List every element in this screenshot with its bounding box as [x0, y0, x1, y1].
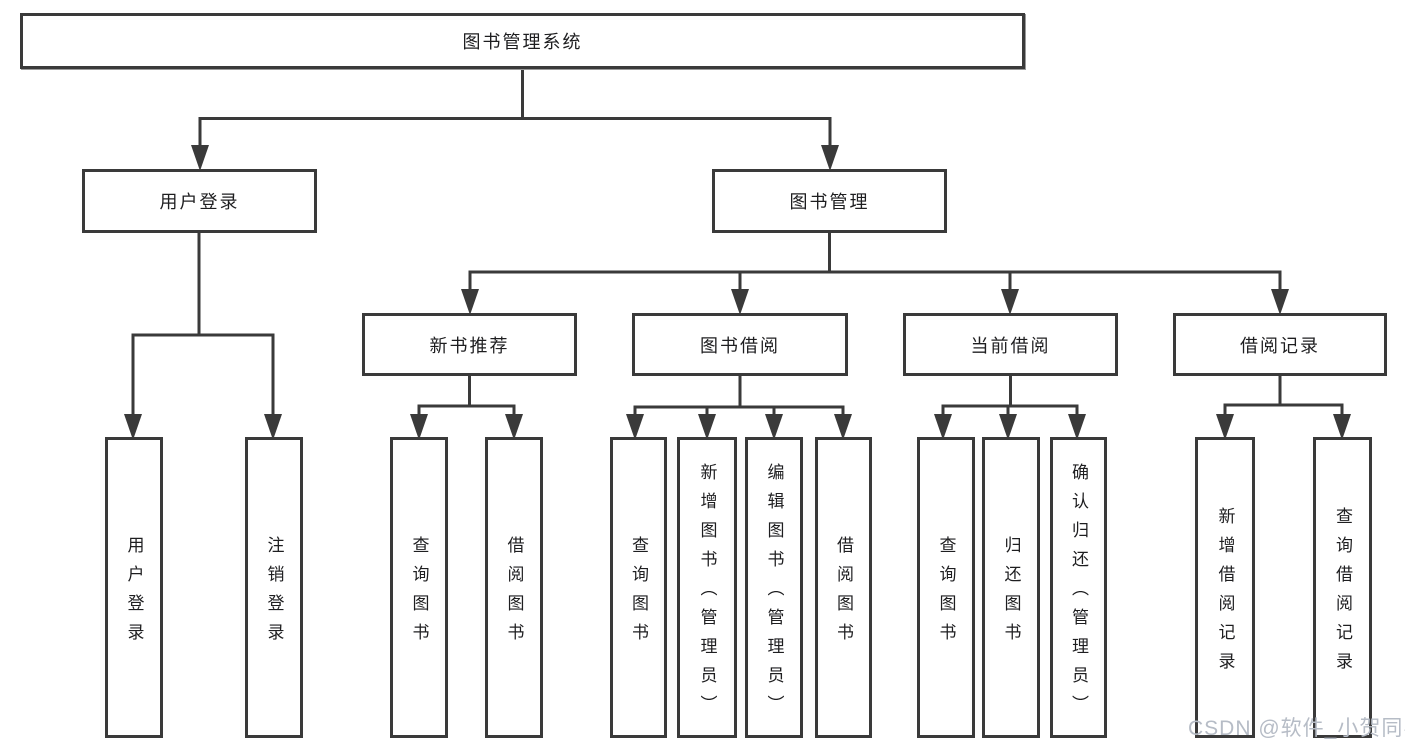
- leaf-label: 查询图书: [629, 535, 648, 652]
- leaf-label: 查询借阅记录: [1333, 506, 1352, 681]
- leaf-query-borrow-record: 查询借阅记录: [1313, 437, 1372, 738]
- leaf-label: 借阅图书: [504, 535, 524, 652]
- node-book-borrowing: 图书借阅: [632, 313, 848, 376]
- node-user-login-branch: 用户登录: [82, 169, 317, 233]
- leaf-confirm-return-admin: 确认归还（管理员）: [1050, 437, 1107, 738]
- node-library-management-system: 图书管理系统: [20, 13, 1025, 69]
- leaf-newbook-query-books: 查询图书: [390, 437, 448, 738]
- arrowheads: [124, 145, 1351, 440]
- node-current-borrowing: 当前借阅: [903, 313, 1118, 376]
- leaf-label: 确认归还（管理员）: [1069, 463, 1088, 724]
- leaf-newbook-borrow-books: 借阅图书: [485, 437, 543, 738]
- node-label: 借阅记录: [1240, 335, 1320, 356]
- leaf-label: 归还图书: [1001, 535, 1021, 652]
- leaf-borrowing-query-books: 查询图书: [610, 437, 667, 738]
- node-new-book-recommend: 新书推荐: [362, 313, 577, 376]
- leaf-label: 新增图书（管理员）: [697, 463, 717, 724]
- leaf-current-query-books: 查询图书: [917, 437, 975, 738]
- node-label: 图书管理系统: [462, 32, 583, 52]
- leaf-label: 新增借阅记录: [1215, 506, 1235, 681]
- csdn-watermark: CSDN @软件_小贺同学: [1188, 717, 1405, 740]
- leaf-label: 查询图书: [409, 535, 429, 652]
- leaf-return-books: 归还图书: [982, 437, 1040, 738]
- leaf-label: 借阅图书: [834, 535, 853, 652]
- node-borrowing-records: 借阅记录: [1173, 313, 1387, 376]
- node-label: 新书推荐: [429, 335, 510, 356]
- node-book-management-branch: 图书管理: [712, 169, 947, 233]
- leaf-label: 注销登录: [264, 535, 284, 652]
- leaf-add-borrow-record: 新增借阅记录: [1195, 437, 1255, 738]
- node-label: 图书借阅: [700, 335, 780, 356]
- leaf-label: 编辑图书（管理员）: [764, 463, 784, 724]
- node-label: 用户登录: [159, 192, 240, 212]
- leaf-label: 查询图书: [936, 535, 956, 652]
- leaf-edit-books-admin: 编辑图书（管理员）: [745, 437, 803, 738]
- leaf-borrowing-borrow-books: 借阅图书: [815, 437, 872, 738]
- node-label: 图书管理: [789, 192, 870, 212]
- leaf-add-books-admin: 新增图书（管理员）: [677, 437, 737, 738]
- leaf-user-login: 用户登录: [105, 437, 163, 738]
- node-label: 当前借阅: [970, 335, 1051, 356]
- leaf-logout: 注销登录: [245, 437, 303, 738]
- leaf-label: 用户登录: [124, 535, 144, 652]
